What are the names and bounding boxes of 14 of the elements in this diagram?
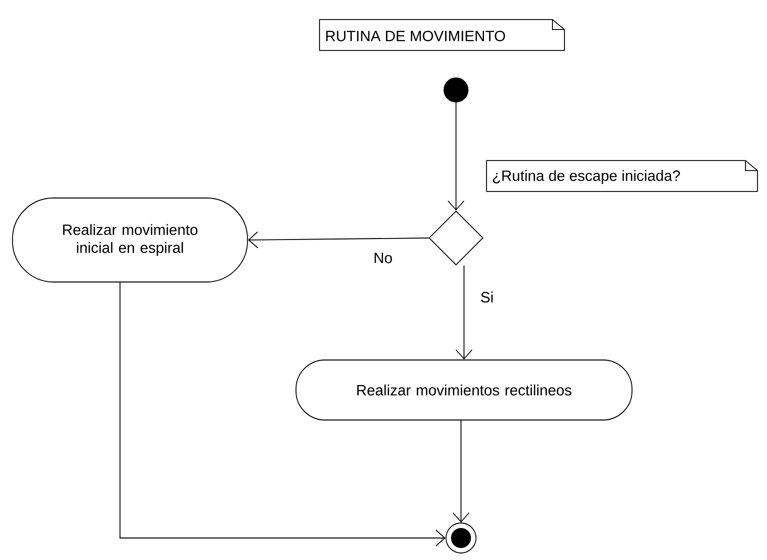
arrow bbox=[248, 231, 429, 248]
note-box: RUTINA DE MOVIMIENTO bbox=[319, 19, 565, 51]
action-box: Realizar movimientos rectilineos bbox=[296, 360, 632, 420]
action-box: Realizar movimiento inicial en espiral bbox=[12, 198, 248, 282]
arrow bbox=[452, 420, 470, 523]
end-dot bbox=[446, 522, 476, 554]
arrow bbox=[120, 282, 446, 546]
edge-label: Si bbox=[479, 290, 495, 304]
edge-label: No bbox=[372, 252, 394, 264]
arrow bbox=[448, 102, 464, 211]
arrow bbox=[456, 265, 472, 360]
decision-diamond bbox=[428, 210, 484, 266]
note-box: ¿Rutina de escape iniciada? bbox=[486, 160, 758, 192]
start-dot bbox=[444, 78, 468, 102]
